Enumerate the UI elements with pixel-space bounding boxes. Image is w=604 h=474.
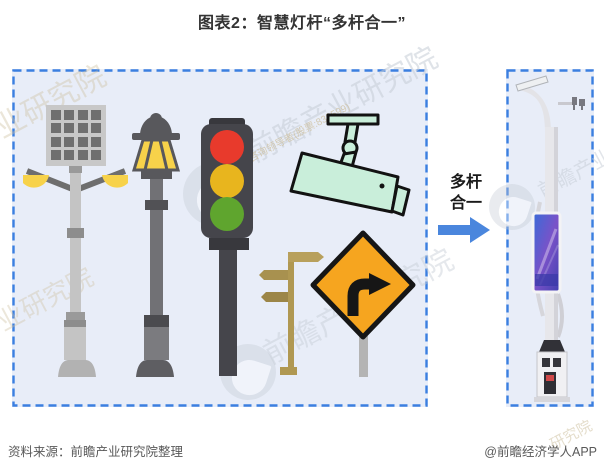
smart-pole-icon [515,75,585,402]
page-title: 图表2：智慧灯杆“多杆合一” [198,15,406,32]
footer-source: 资料来源：前瞻产业研究院整理 [8,445,184,459]
right-arrow-icon [438,217,490,243]
traffic-light-icon [201,118,253,376]
before-panel-border [12,69,428,407]
smart-pole-screen [531,211,562,294]
after-panel-border [506,69,594,407]
footer-brand: @前瞻经济学人APP [484,445,597,459]
after-panel-content [515,75,585,402]
solar-street-light-icon [23,105,128,377]
decorative-street-lamp-icon [131,113,181,377]
transform-label: 多杆 合一 [431,172,501,214]
surveillance-camera-icon [289,113,411,217]
transform-label-line2: 合一 [449,195,482,212]
right-turn-sign-icon [310,230,416,377]
before-panel-content [23,105,416,377]
directional-fingerpost-icon [259,252,324,375]
transform-label-line1: 多杆 [449,174,482,191]
